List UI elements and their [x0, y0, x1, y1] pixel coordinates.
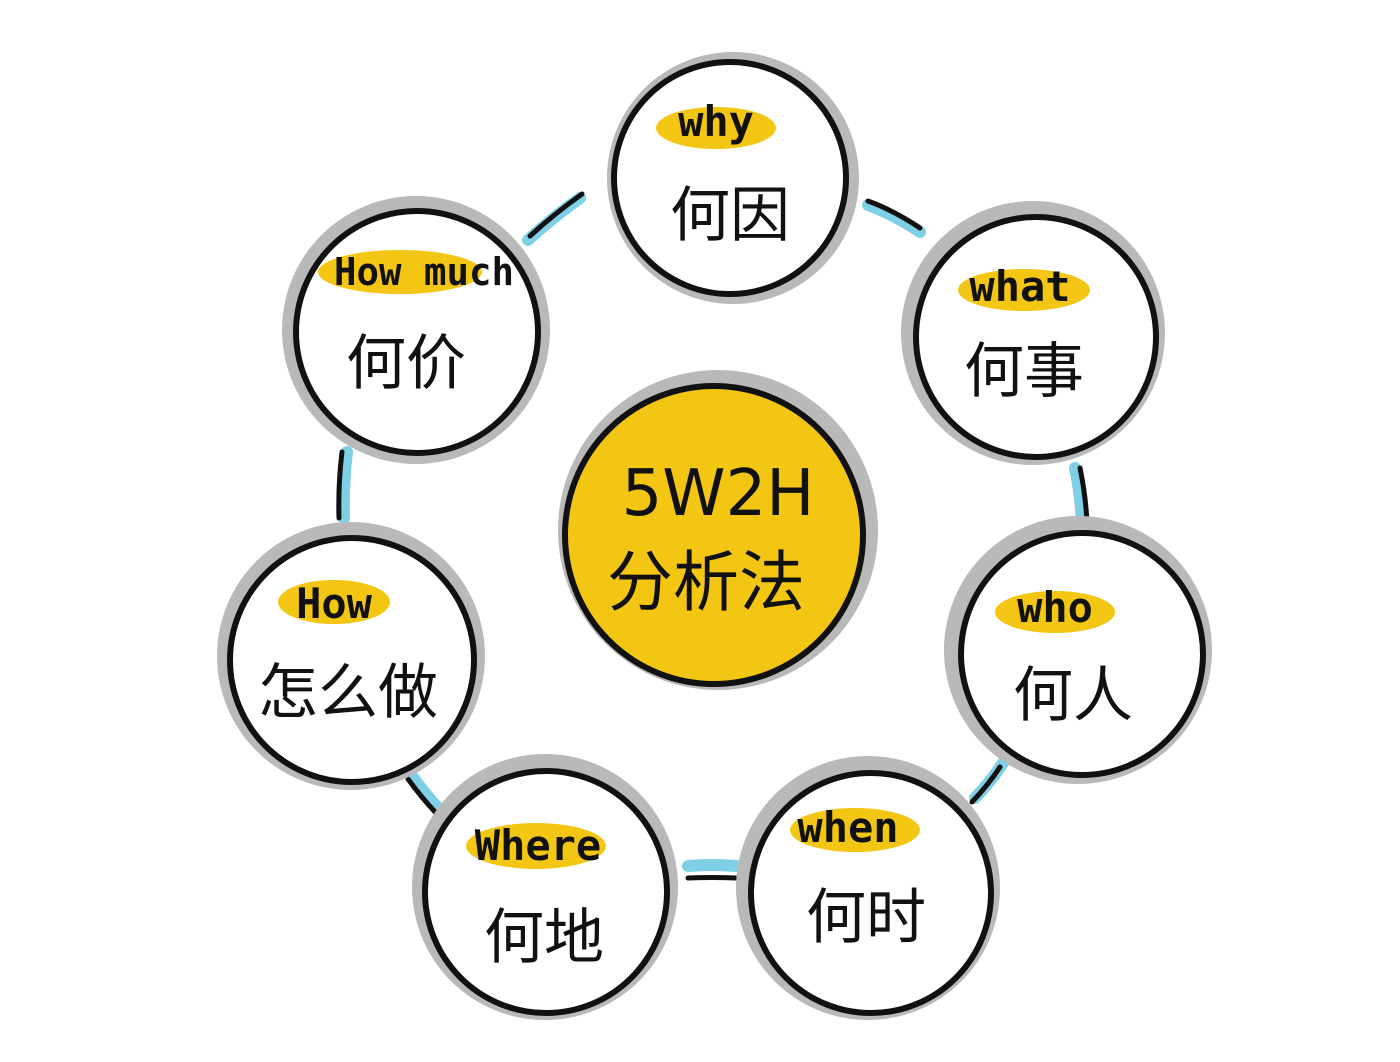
connectors [336, 191, 1090, 881]
highlight-mark [278, 580, 390, 624]
node-when: when 何时 [736, 756, 1000, 1020]
highlight-mark [995, 591, 1115, 633]
node-how: How 怎么做 [217, 522, 485, 790]
connector-howmuch-why [522, 191, 586, 246]
node-who: who 何人 [944, 516, 1212, 784]
node-label-en: when [797, 803, 898, 852]
node-label-en: Where [475, 821, 601, 870]
node-what: what 何事 [901, 201, 1165, 465]
center-title: 5W2H [622, 457, 815, 531]
node-label-cn: 何时 [806, 883, 926, 953]
center-circle [562, 383, 866, 687]
node-circle [422, 768, 670, 1016]
node-label-en: why [678, 97, 754, 146]
highlight-mark [958, 269, 1090, 311]
node-how-much: How much 何价 [282, 196, 550, 464]
highlight-mark [466, 823, 606, 869]
highlight-mark [656, 107, 776, 149]
node-label-cn: 何因 [670, 181, 790, 251]
connector-what-who [1069, 462, 1090, 530]
center-node: 5W2H 分析法 [558, 370, 878, 690]
connector-why-what [862, 198, 926, 238]
node-label-en: what [969, 262, 1070, 311]
connector-when-where [682, 859, 742, 881]
node-label-en: who [1017, 583, 1093, 632]
connector-who-when [969, 757, 1009, 805]
node-label-cn: 何价 [346, 329, 466, 399]
connector-how-howmuch [336, 446, 353, 524]
node-where: Where 何地 [412, 754, 678, 1020]
node-label-en: How [296, 579, 373, 628]
node-why: why 何因 [607, 52, 859, 304]
highlight-mark [790, 808, 920, 852]
node-circle [958, 530, 1206, 778]
node-label-en: How much [334, 250, 514, 294]
highlight-mark [318, 250, 482, 294]
node-label-cn: 何人 [1013, 661, 1133, 731]
node-label-cn: 何事 [964, 337, 1084, 407]
center-subtitle: 分析法 [607, 544, 805, 621]
connector-where-how [405, 770, 446, 816]
node-label-cn: 怎么做 [258, 658, 438, 728]
node-label-cn: 何地 [484, 903, 604, 973]
